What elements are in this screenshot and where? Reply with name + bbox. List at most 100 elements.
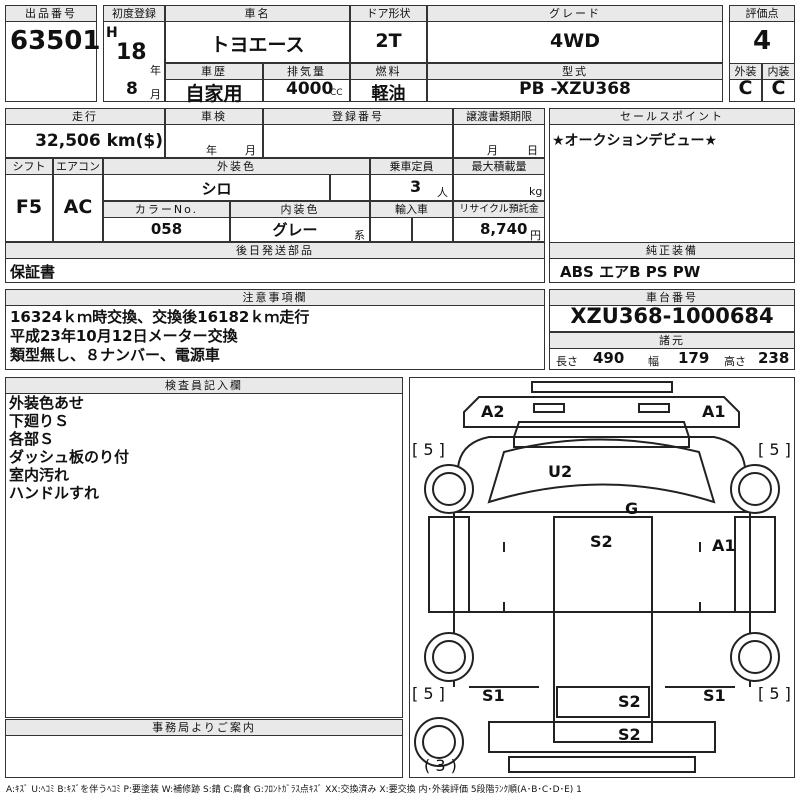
tire-tread: [ 5 ] [758, 440, 791, 459]
max-load-label: 最大積載量 [453, 158, 545, 175]
damage-mark: S1 [703, 686, 726, 705]
chassis-cell [549, 305, 795, 332]
width: 179 [678, 349, 710, 367]
grade-label: グレード [427, 5, 723, 22]
displacement-cell [263, 79, 350, 102]
int-color-cell [230, 217, 370, 242]
mileage-label: 走行 [5, 108, 165, 125]
tire-tread: [ 5 ] [758, 684, 791, 703]
first-reg-month: 8 [126, 79, 138, 99]
chassis-number: XZU368-1000684 [570, 304, 774, 328]
damage-mark: S2 [590, 532, 613, 551]
kg-unit: kg [529, 185, 543, 198]
transfer-day: 日 [527, 144, 538, 157]
first-reg-year: 18 [116, 40, 147, 65]
capacity-label: 乗車定員 [370, 158, 453, 175]
first-reg-label: 初度登録 [103, 5, 165, 22]
damage-mark: S2 [618, 692, 641, 711]
damage-mark: U2 [548, 462, 573, 481]
inspection-month-unit: 月 [245, 144, 256, 157]
ac: AC [63, 196, 93, 218]
recycle-deposit: 8,740 [480, 220, 528, 238]
damage-mark: A1 [702, 402, 726, 421]
notes-text: 16324ｋｍ時交換、交換後16182ｋｍ走行 平成23年10月12日メーター交… [10, 308, 310, 364]
transfer-month: 月 [487, 144, 498, 157]
ac-cell [53, 174, 103, 242]
notes-cell [5, 305, 545, 370]
shift-cell [5, 174, 53, 242]
truck-diagram [414, 381, 780, 773]
int-cell [762, 79, 795, 102]
reg-no-label: 登録番号 [263, 108, 453, 125]
equipment: ABS エアB PS PW [560, 263, 701, 281]
import-label: 輸入車 [370, 201, 453, 218]
max-load-cell [453, 174, 545, 201]
cc-unit: CC [330, 88, 343, 98]
exterior-color: シロ [201, 180, 232, 198]
model-label: 型式 [427, 63, 723, 80]
fuel-label: 燃料 [350, 63, 427, 80]
sales-label: セールスポイント [549, 108, 795, 125]
yen-unit: 円 [530, 229, 541, 242]
notes-label: 注意事項欄 [5, 289, 545, 306]
door-type: 2T [375, 30, 402, 52]
lot-number: 63501 [10, 26, 101, 56]
damage-mark: G [625, 499, 639, 518]
shift-label: シフト [5, 158, 53, 175]
tire-tread: ( 3 ) [424, 756, 457, 775]
fuel-cell [350, 79, 427, 102]
month-unit: 月 [150, 88, 161, 101]
history: 自家用 [185, 83, 243, 105]
displacement-label: 排気量 [263, 63, 350, 80]
color-no: 058 [150, 220, 183, 238]
length: 490 [593, 349, 625, 367]
ext-cell [729, 79, 762, 102]
displacement: 4000 [286, 79, 334, 99]
fuel: 軽油 [371, 84, 406, 104]
era: H [106, 25, 118, 41]
shift: F5 [15, 196, 43, 218]
car-name: トヨエース [210, 34, 305, 56]
later-parts-cell [5, 258, 545, 283]
tire-tread: [ 5 ] [412, 684, 445, 703]
mileage-cell [5, 124, 165, 158]
ext-label: 外装 [729, 63, 762, 80]
color-no-label: カラーNo. [103, 201, 230, 218]
lot-label: 出品番号 [5, 5, 97, 22]
inspector-cell [5, 393, 403, 718]
dims-cell [549, 348, 795, 370]
inspection-label: 車検 [165, 108, 263, 125]
dims-label: 諸元 [549, 332, 795, 349]
recycle-cell [453, 217, 545, 242]
person-unit: 人 [437, 186, 448, 199]
inspection-year-unit: 年 [206, 144, 217, 157]
year-unit: 年 [150, 64, 161, 77]
height-label: 高さ [724, 355, 746, 368]
later-parts-label: 後日発送部品 [5, 242, 545, 259]
tire-tread: [ 5 ] [412, 440, 445, 459]
ext-grade: C [738, 77, 753, 99]
int-color-label: 内装色 [230, 201, 370, 218]
inspector-label: 検査員記入欄 [5, 377, 403, 394]
transfer-cell [453, 124, 545, 158]
equip-label: 純正装備 [549, 242, 795, 259]
damage-mark: A1 [712, 536, 736, 555]
inspection-cell [165, 124, 263, 158]
grade: 4WD [550, 30, 600, 52]
import-cell-a [370, 217, 412, 242]
recycle-label: リサイクル預託金 [453, 201, 545, 218]
width-label: 幅 [648, 355, 659, 368]
model: PB -XZU368 [519, 79, 631, 99]
reg-no-cell [263, 124, 453, 158]
ac-label: エアコン [53, 158, 103, 175]
color-label: 外装色 [103, 158, 370, 175]
car-name-label: 車名 [165, 5, 350, 22]
import-cell-b [412, 217, 453, 242]
score: 4 [752, 26, 772, 56]
damage-mark: S1 [482, 686, 505, 705]
model-cell [427, 79, 723, 102]
color-cell [103, 174, 330, 201]
history-label: 車歴 [165, 63, 263, 80]
int-grade: C [771, 77, 786, 99]
interior-color: グレー [272, 221, 318, 239]
